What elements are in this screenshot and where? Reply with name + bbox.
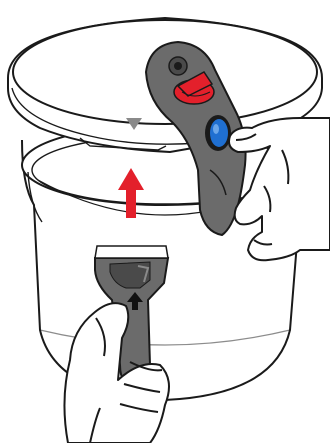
pressure-valve [173,71,215,105]
hand-right [228,117,330,262]
hand-bottom [63,302,170,443]
release-button [205,115,231,151]
lid-handle [144,40,247,237]
arrow-up-icon [118,168,144,218]
bottom-handle-arrow-icon [127,292,143,310]
lid-alignment-marker-icon [126,118,142,130]
